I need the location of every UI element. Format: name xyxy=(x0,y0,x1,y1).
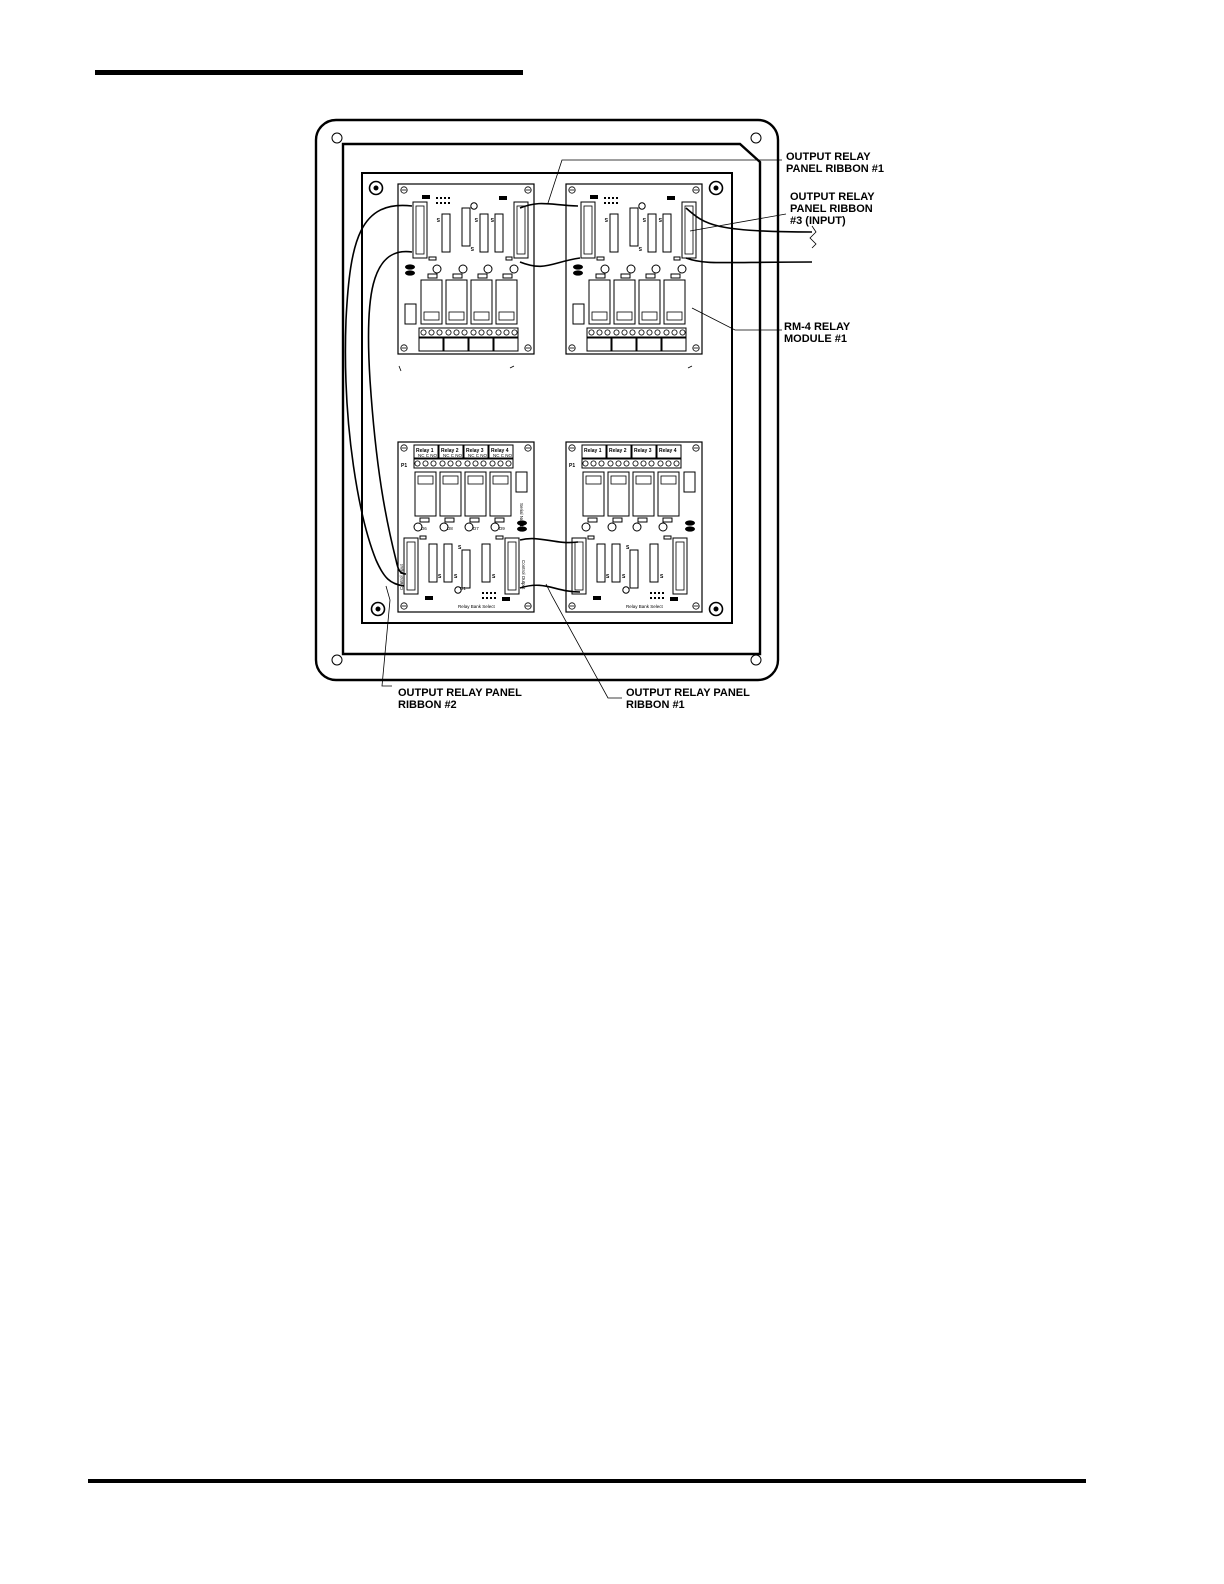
control-input-label: Control Input xyxy=(399,563,404,590)
relay-bank-select-label: Relay Bank Select xyxy=(458,604,496,609)
callout-ribbon3-input: OUTPUT RELAY xyxy=(790,191,875,203)
mount-hole-icon xyxy=(750,132,762,144)
screw-icon xyxy=(708,601,724,617)
callout-ribbon1-bottom-line2: RIBBON #1 xyxy=(626,699,685,711)
leader-lines xyxy=(381,159,787,699)
contact-label: NC C NO xyxy=(493,453,512,458)
contact-label: NC C NO xyxy=(443,453,462,458)
relay-board-top-right xyxy=(565,183,703,355)
screw-icon xyxy=(708,180,724,196)
ribbon-cables xyxy=(344,202,817,593)
svg-text:Relay 2: Relay 2 xyxy=(609,448,627,454)
relay-board-bottom-left xyxy=(397,441,535,613)
board-labels: Relay 1 Relay 2 Relay 3 Relay 4 NC C NO … xyxy=(399,448,526,609)
enclosure-outer xyxy=(314,118,780,682)
led-label: D7 xyxy=(473,526,479,531)
callout-ribbon2-bottom: OUTPUT RELAY PANEL xyxy=(398,687,522,699)
relay-1-label: Relay 1 xyxy=(416,448,434,454)
board-labels-br: Relay 1 Relay 2 Relay 3 Relay 4 P1 Relay… xyxy=(569,448,677,609)
enclosure-door-frame xyxy=(341,142,762,656)
callout-ribbon3-input-line2: PANEL RIBBON xyxy=(790,203,873,215)
callout-rm4-module-line2: MODULE #1 xyxy=(784,333,847,345)
svg-text:Relay 1: Relay 1 xyxy=(584,448,602,454)
relay-board-top-left xyxy=(397,183,535,355)
svg-text:Relay Bank Select: Relay Bank Select xyxy=(626,604,664,609)
mount-hole-icon xyxy=(750,654,762,666)
relay-board-bottom-right xyxy=(565,441,703,613)
backplate xyxy=(361,172,733,624)
d1-label: D1 xyxy=(460,586,466,591)
svg-text:Relay 4: Relay 4 xyxy=(659,448,677,454)
contact-label: NC C NO xyxy=(418,453,437,458)
footer-rule xyxy=(88,1479,1086,1483)
relay-2-label: Relay 2 xyxy=(441,448,459,454)
svg-text:P1: P1 xyxy=(569,463,575,469)
callout-ribbon1-bottom: OUTPUT RELAY PANEL xyxy=(626,687,750,699)
callout-ribbon2-bottom-line2: RIBBON #2 xyxy=(398,699,457,711)
mount-hole-icon xyxy=(331,132,343,144)
led-label: D8 xyxy=(447,526,453,531)
mount-hole-icon xyxy=(331,654,343,666)
control-output-label: Control Output xyxy=(521,560,526,590)
relay-3-label: Relay 3 xyxy=(466,448,484,454)
callout-ribbon1-top: OUTPUT RELAY xyxy=(786,151,871,163)
callout-ribbon3-input-line3: #3 (INPUT) xyxy=(790,215,846,227)
screw-icon xyxy=(368,180,384,196)
led-label: D6 xyxy=(421,526,427,531)
callout-ribbon1-top-line2: PANEL RIBBON #1 xyxy=(786,163,884,175)
header-rule xyxy=(95,70,523,75)
relay-4-label: Relay 4 xyxy=(491,448,509,454)
contact-label: NC C NO xyxy=(468,453,487,458)
led-label: D9 xyxy=(499,526,505,531)
callout-rm4-module: RM-4 RELAY xyxy=(784,321,851,333)
screw-icon xyxy=(370,601,386,617)
p1-label: P1 xyxy=(401,463,407,469)
svg-text:Relay 3: Relay 3 xyxy=(634,448,652,454)
serial-number-label: Serial Number xyxy=(519,503,524,532)
